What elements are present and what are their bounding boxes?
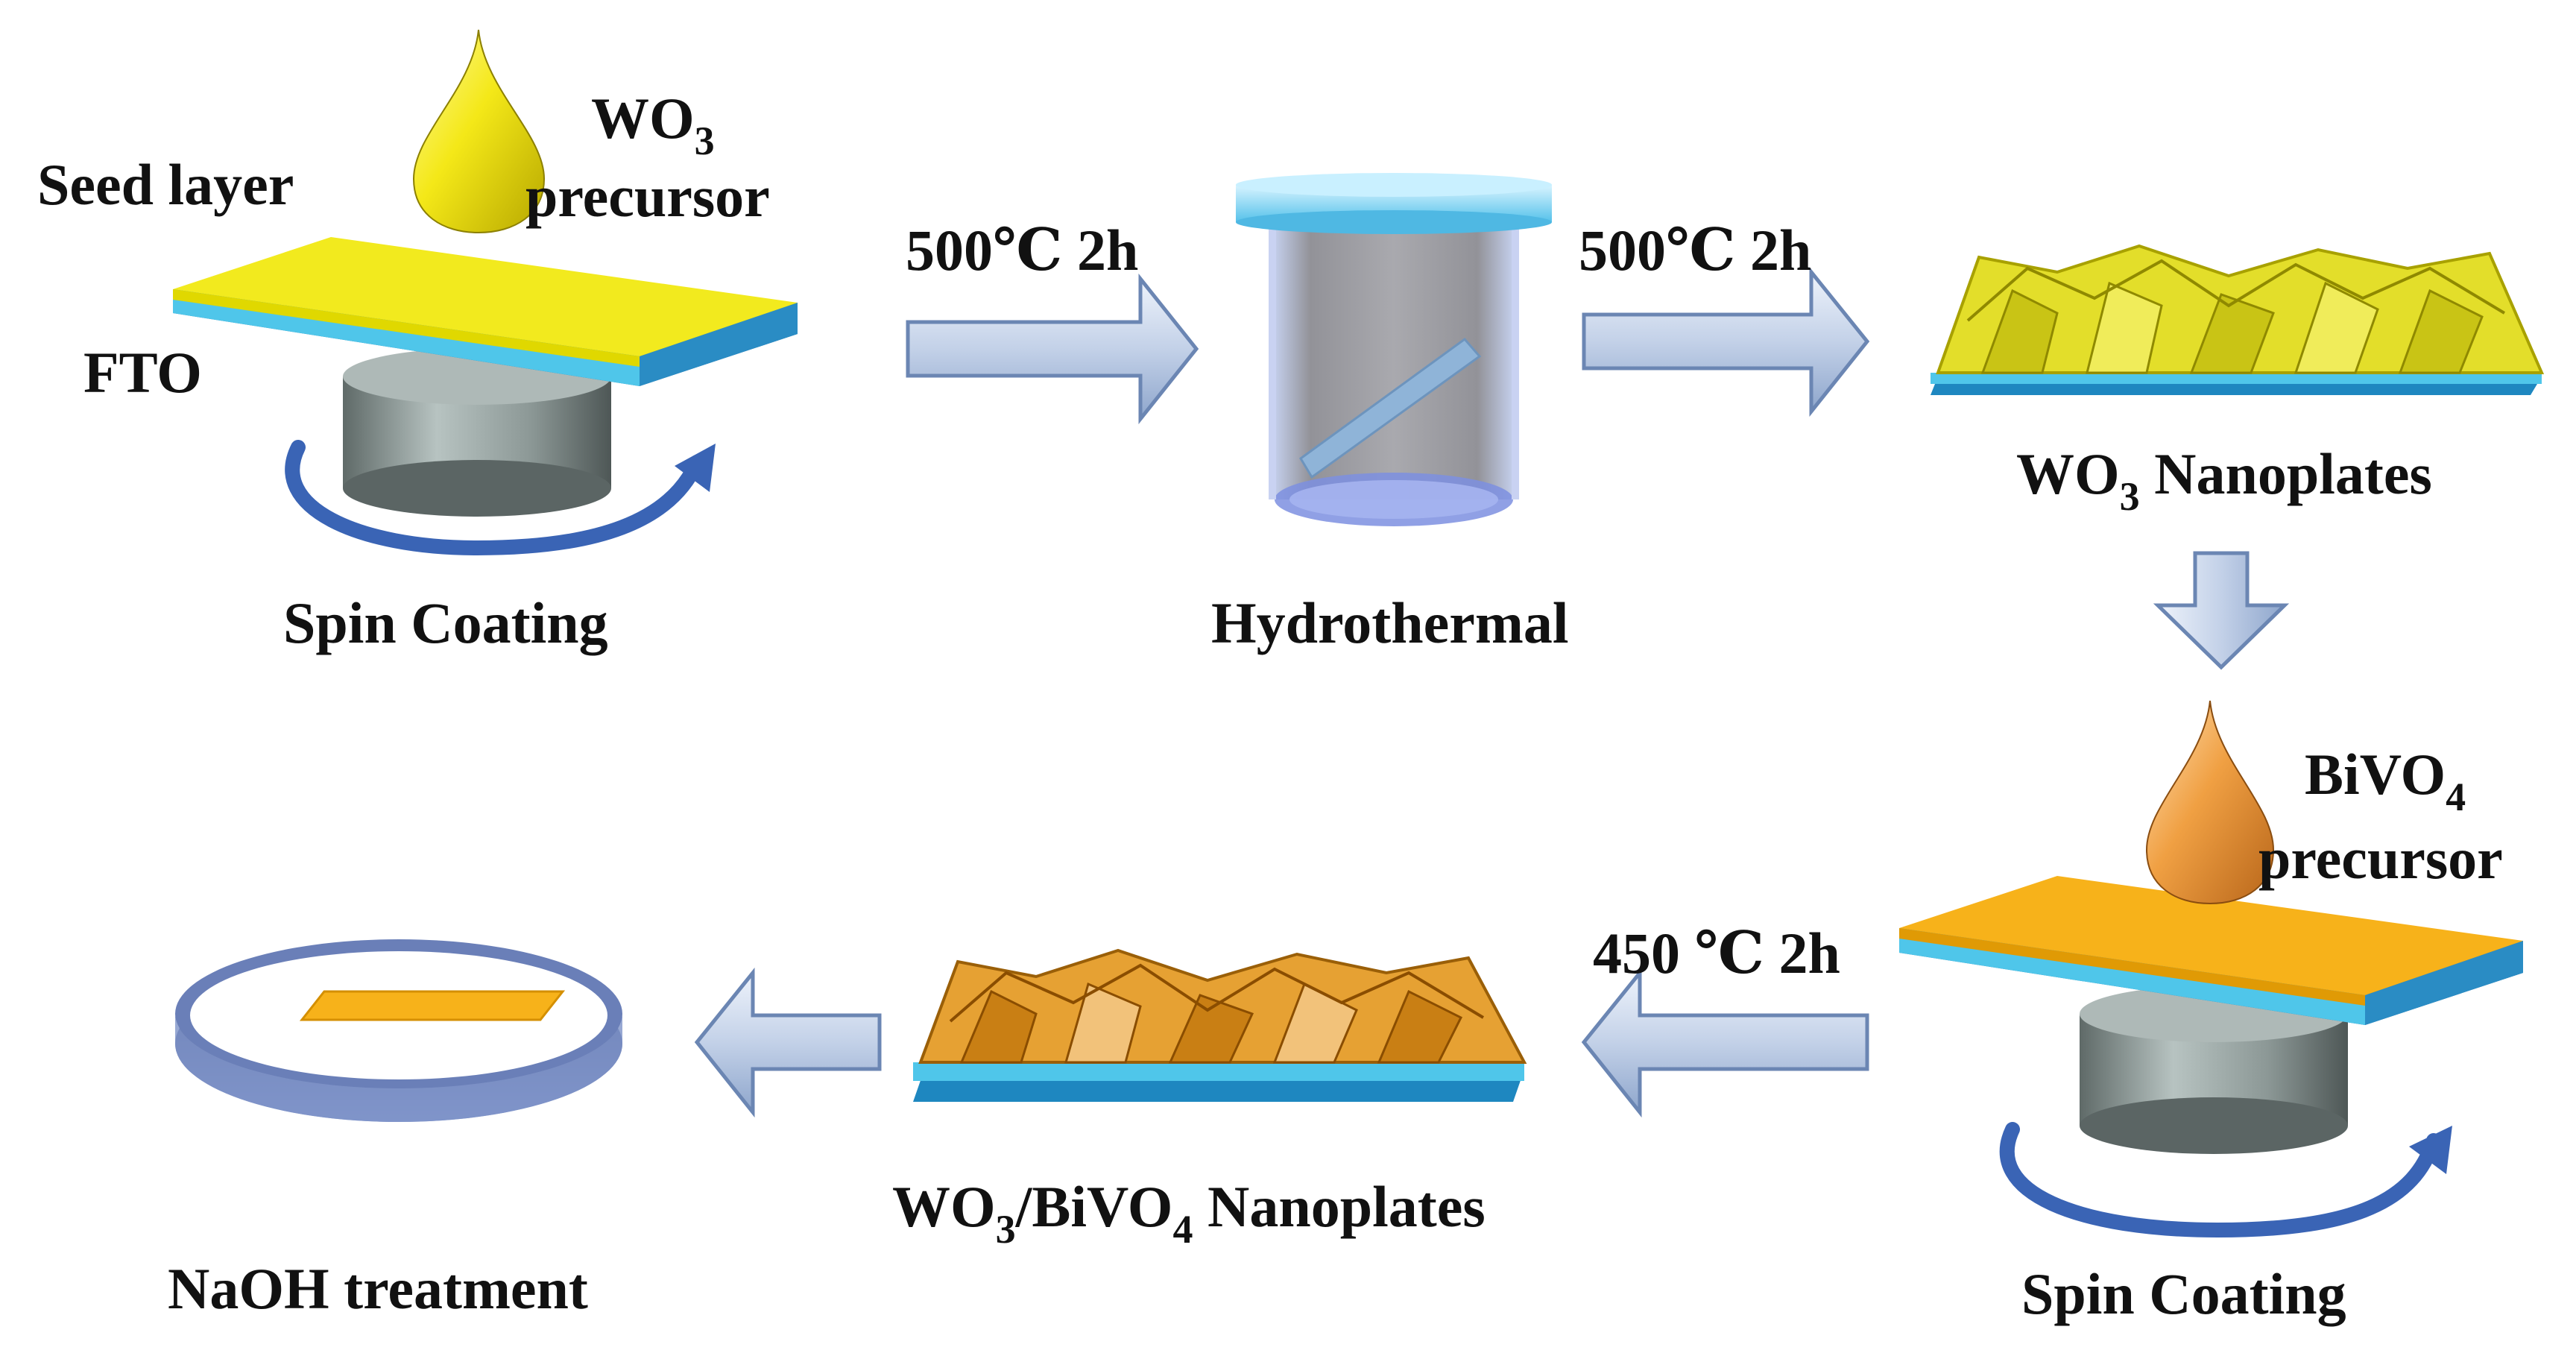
- left-arrow-icon: [694, 967, 882, 1118]
- bivo4-precursor-word: precursor: [2258, 826, 2503, 891]
- spin-chuck-icon: [343, 348, 611, 517]
- bivo4-droplet-icon: [2145, 700, 2275, 905]
- sample-in-solution-icon: [299, 990, 566, 1021]
- wo3-nanoplates-caption: WO3 Nanoplates: [2016, 441, 2432, 519]
- wo3-precursor-formula: WO3: [591, 86, 715, 163]
- arrow-to-hydrothermal: 500℃ 2h: [906, 218, 1199, 425]
- rotation-arrow-icon: [1999, 1122, 2441, 1238]
- wo3-droplet-icon: [412, 29, 546, 234]
- step2-hydrothermal: Hydrothermal: [1211, 173, 1569, 655]
- down-arrow-icon: [2153, 551, 2290, 670]
- wo3-nanoplates-icon: [1931, 244, 2545, 395]
- autoclave-icon: [1269, 212, 1519, 526]
- hydrothermal-caption: Hydrothermal: [1211, 590, 1569, 655]
- step3-wo3-nanoplates: WO3 Nanoplates: [1931, 244, 2545, 519]
- arrow-to-nanoplates: 500℃ 2h: [1579, 218, 1870, 417]
- spin-chuck-icon: [2080, 986, 2348, 1154]
- left-arrow-icon: [1581, 967, 1869, 1118]
- arrow-to-heterojunction: 450 ℃ 2h: [1581, 921, 1869, 1118]
- right-arrow-icon: [1582, 266, 1870, 417]
- arrow2-condition-label: 500℃ 2h: [1579, 218, 1811, 283]
- wo3-bivo4-nanoplates-caption: WO3/BiVO4 Nanoplates: [892, 1174, 1486, 1252]
- wo3-coated-layer-icon: [1899, 876, 2523, 1006]
- seed-layer-label: Seed layer: [37, 152, 294, 217]
- step4-spin-coating: BiVO4 precursor Spin Coating: [1899, 700, 2523, 1326]
- naoh-treatment-caption: NaOH treatment: [168, 1256, 588, 1321]
- step6-naoh-treatment: NaOH treatment: [168, 939, 622, 1321]
- autoclave-lid-icon: [1236, 173, 1552, 234]
- spin-coating-caption-2: Spin Coating: [2021, 1261, 2346, 1326]
- spin-coating-caption: Spin Coating: [283, 590, 608, 655]
- rotation-arrowhead-icon: [675, 444, 716, 492]
- step5-wo3-bivo4-nanoplates: WO3/BiVO4 Nanoplates: [892, 948, 1527, 1252]
- bivo4-precursor-formula: BiVO4: [2305, 742, 2466, 819]
- fto-label: FTO: [83, 340, 202, 405]
- rotation-arrowhead-icon: [2409, 1126, 2452, 1174]
- arrow1-condition-label: 500℃ 2h: [906, 218, 1138, 283]
- rotation-arrow-icon: [285, 440, 704, 556]
- wo3-bivo4-nanoplates-icon: [913, 948, 1527, 1102]
- right-arrow-icon: [906, 273, 1199, 425]
- arrow4-condition-label: 450 ℃ 2h: [1593, 921, 1840, 986]
- step1-spin-coating: Seed layer FTO WO3 precursor Spin Coatin…: [37, 29, 798, 655]
- substrate-in-solution-icon: [1299, 337, 1482, 479]
- seed-layer-icon: [173, 237, 798, 367]
- wo3-precursor-word: precursor: [525, 164, 770, 229]
- petri-dish-icon: [175, 939, 622, 1122]
